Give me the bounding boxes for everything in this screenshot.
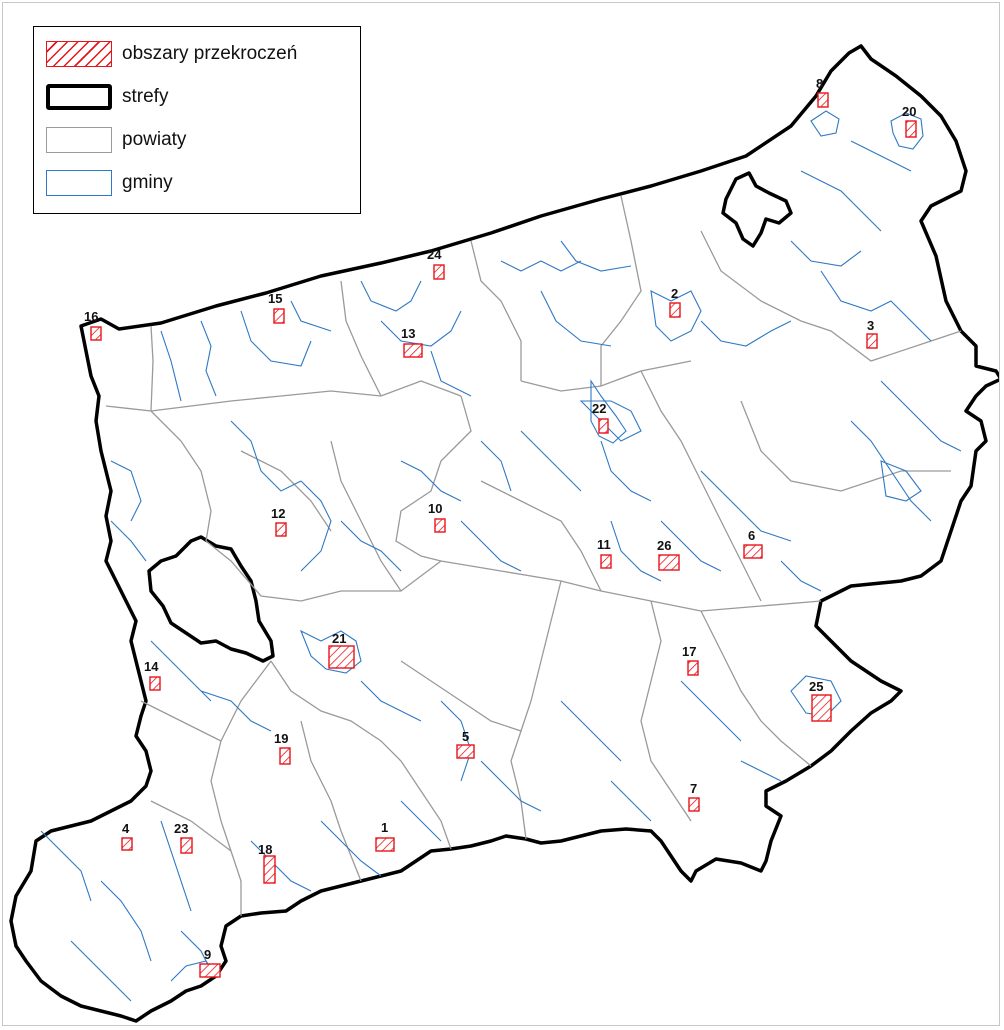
area-label-15: 15 bbox=[268, 291, 282, 306]
zone-swatch bbox=[46, 84, 112, 110]
exceedance-area-22[interactable] bbox=[598, 418, 609, 434]
area-label-13: 13 bbox=[401, 326, 415, 341]
area-label-16: 16 bbox=[84, 309, 98, 324]
area-label-20: 20 bbox=[902, 104, 916, 119]
area-label-12: 12 bbox=[271, 506, 285, 521]
area-label-21: 21 bbox=[332, 631, 346, 646]
exceedance-area-3[interactable] bbox=[866, 333, 878, 349]
exceedance-area-16[interactable] bbox=[90, 326, 102, 341]
legend-row-counties: powiaty bbox=[46, 125, 186, 155]
area-label-5: 5 bbox=[462, 729, 469, 744]
legend-row-zones: strefy bbox=[46, 82, 168, 112]
county-swatch bbox=[46, 127, 112, 153]
commune-swatch bbox=[46, 170, 112, 196]
exceedance-area-17[interactable] bbox=[687, 660, 699, 676]
exceedance-area-15[interactable] bbox=[273, 308, 285, 324]
exceedance-area-10[interactable] bbox=[434, 518, 446, 533]
exceedance-area-21[interactable] bbox=[328, 645, 355, 669]
area-label-25: 25 bbox=[809, 679, 823, 694]
legend-label-exceedance: obszary przekroczeń bbox=[122, 43, 298, 64]
exceedance-area-11[interactable] bbox=[600, 554, 612, 569]
exceedance-area-8[interactable] bbox=[817, 92, 829, 108]
exceedance-area-26[interactable] bbox=[658, 554, 680, 571]
map-legend: obszary przekroczeń strefy powiaty gminy bbox=[33, 26, 361, 214]
area-label-3: 3 bbox=[867, 318, 874, 333]
map-canvas[interactable]: 1 2 3 4 5 6 7 8 9 10 11 12 13 14 15 16 1… bbox=[3, 3, 1000, 1026]
legend-label-counties: powiaty bbox=[122, 129, 187, 150]
zone-enclave-west bbox=[147, 535, 275, 663]
area-label-2: 2 bbox=[671, 286, 678, 301]
area-label-1: 1 bbox=[381, 820, 388, 835]
exceedance-swatch bbox=[46, 41, 112, 67]
exceedance-area-14[interactable] bbox=[149, 676, 161, 691]
legend-label-zones: strefy bbox=[122, 86, 169, 107]
exceedance-area-13[interactable] bbox=[403, 343, 423, 358]
area-label-18: 18 bbox=[258, 842, 272, 857]
exceedance-area-6[interactable] bbox=[743, 544, 763, 559]
area-label-7: 7 bbox=[690, 781, 697, 796]
area-label-22: 22 bbox=[592, 401, 606, 416]
exceedance-area-4[interactable] bbox=[121, 837, 133, 851]
area-label-24: 24 bbox=[427, 247, 442, 262]
area-label-17: 17 bbox=[682, 644, 696, 659]
exceedance-area-20[interactable] bbox=[905, 120, 917, 138]
exceedance-area-7[interactable] bbox=[688, 797, 700, 812]
exceedance-area-1[interactable] bbox=[375, 837, 395, 852]
area-label-11: 11 bbox=[597, 537, 611, 552]
exceedance-area-2[interactable] bbox=[669, 302, 681, 318]
zone-enclave-north bbox=[721, 171, 793, 248]
area-label-10: 10 bbox=[428, 501, 442, 516]
area-label-26: 26 bbox=[657, 538, 671, 553]
exceedance-area-24[interactable] bbox=[433, 264, 445, 280]
exceedance-area-18[interactable] bbox=[263, 855, 276, 884]
exceedance-area-19[interactable] bbox=[279, 747, 291, 765]
county-boundaries bbox=[105, 195, 962, 916]
legend-label-communes: gminy bbox=[122, 172, 173, 193]
exceedance-area-23[interactable] bbox=[180, 837, 193, 854]
exceedance-areas[interactable] bbox=[90, 92, 917, 978]
area-label-6: 6 bbox=[748, 528, 755, 543]
legend-row-communes: gminy bbox=[46, 168, 173, 198]
area-label-9: 9 bbox=[204, 947, 211, 962]
exceedance-area-25[interactable] bbox=[811, 694, 832, 722]
area-label-23: 23 bbox=[174, 821, 188, 836]
exceedance-area-9[interactable] bbox=[199, 963, 221, 978]
exceedance-area-5[interactable] bbox=[456, 744, 475, 759]
legend-row-exceedance: obszary przekroczeń bbox=[46, 39, 297, 69]
area-label-14: 14 bbox=[144, 659, 159, 674]
area-label-19: 19 bbox=[274, 731, 288, 746]
area-labels: 1 2 3 4 5 6 7 8 9 10 11 12 13 14 15 16 1… bbox=[84, 76, 916, 962]
exceedance-area-12[interactable] bbox=[275, 522, 287, 537]
area-label-4: 4 bbox=[122, 821, 130, 836]
region-outline bbox=[9, 44, 999, 1023]
area-label-8: 8 bbox=[816, 76, 823, 91]
